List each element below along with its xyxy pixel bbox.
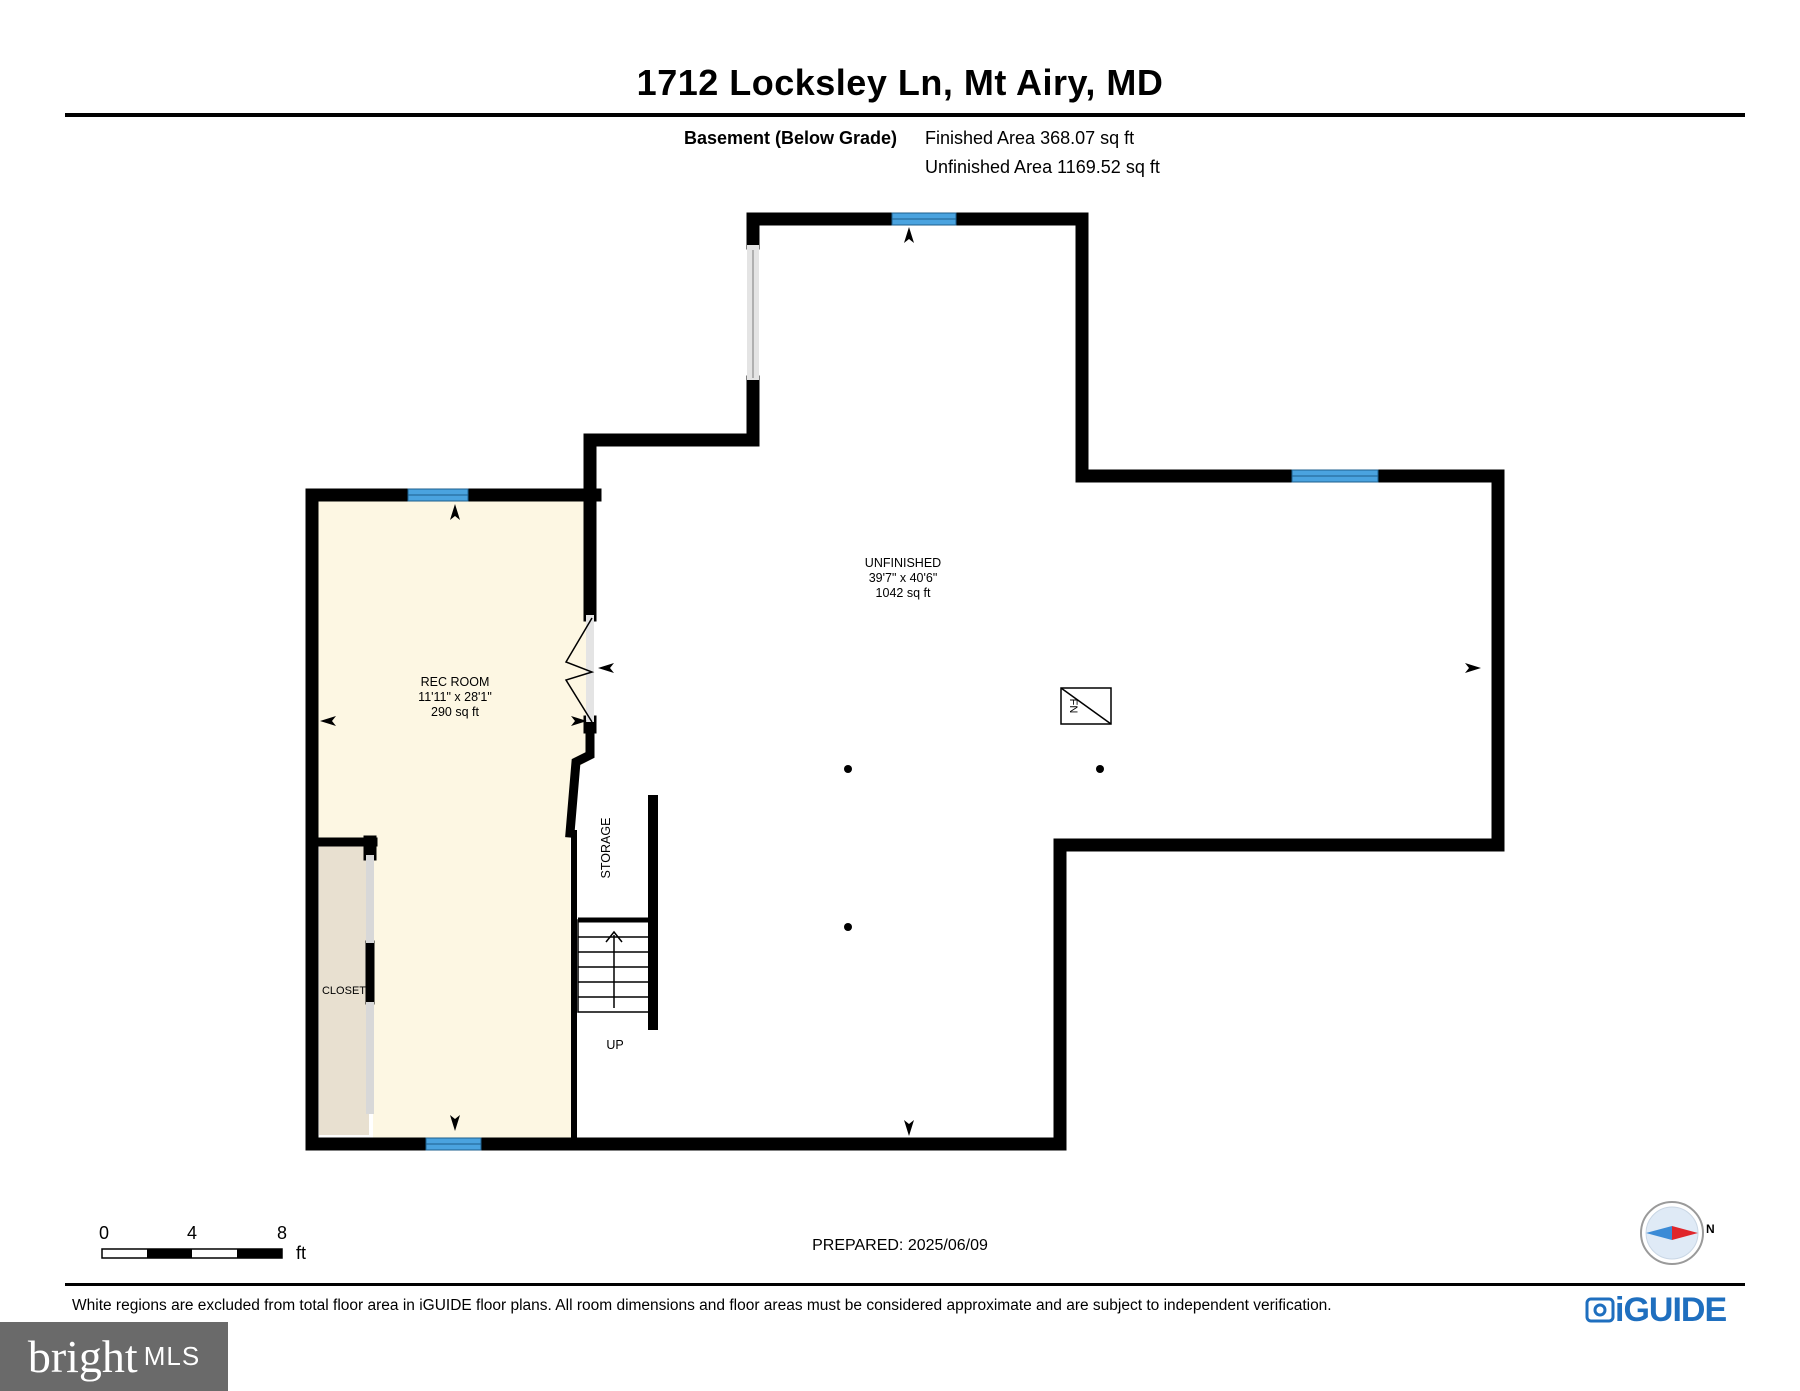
disclaimer-text: White regions are excluded from total fl… — [72, 1297, 1332, 1314]
rec-room-area-label: 290 sq ft — [431, 705, 479, 719]
compass-label: N — [1706, 1222, 1715, 1236]
unfinished-area: Unfinished Area 1169.52 sq ft — [925, 157, 1160, 177]
iguide-logo: iGUIDE — [1585, 1290, 1727, 1330]
stairs — [577, 919, 651, 1013]
unfinished-name: UNFINISHED — [865, 556, 941, 570]
rec-room-area — [315, 500, 590, 1140]
page-title: 1712 Locksley Ln, Mt Airy, MD — [636, 62, 1164, 103]
scale-tick-0: 0 — [99, 1223, 110, 1243]
closet-door-upper — [366, 855, 374, 943]
rec-room-name: REC ROOM — [421, 675, 490, 689]
bright-mls-logo: bright MLS — [0, 1322, 228, 1391]
bifold-door-opening — [586, 615, 594, 722]
stairs-up-label: UP — [606, 1038, 623, 1052]
scale-bar — [101, 1248, 283, 1259]
closet-label: CLOSET — [322, 985, 366, 997]
mls-wordmark: MLS — [143, 1341, 201, 1371]
level-label: Basement (Below Grade) — [684, 128, 898, 148]
support-posts — [844, 765, 1104, 931]
iguide-wordmark: iGUIDE — [1615, 1290, 1727, 1329]
bright-wordmark: bright — [27, 1331, 138, 1382]
scale-unit: ft — [296, 1243, 307, 1263]
bifold-door — [564, 617, 595, 723]
unfinished-dims: 39'7" x 40'6" — [869, 571, 938, 585]
stairs-arrow — [605, 930, 623, 943]
header-divider — [65, 113, 1745, 117]
footer-divider — [65, 1283, 1745, 1286]
storage-label: STORAGE — [599, 818, 613, 879]
unfinished-area-label: 1042 sq ft — [876, 586, 931, 600]
dimension-arrows — [320, 227, 1481, 1136]
closet-area — [319, 845, 369, 1135]
svg-text:FN: FN — [1067, 699, 1079, 714]
scale-tick-4: 4 — [187, 1223, 198, 1243]
rec-room-dims: 11'11" x 28'1" — [418, 690, 492, 704]
scale-tick-8: 8 — [277, 1223, 288, 1243]
finished-area: Finished Area 368.07 sq ft — [925, 128, 1135, 148]
compass-icon — [1640, 1201, 1704, 1265]
furnace: FN — [1060, 687, 1112, 725]
prepared-date: PREPARED: 2025/06/09 — [812, 1237, 988, 1254]
iguide-camera-icon — [1585, 1297, 1615, 1323]
walls — [305, 212, 1505, 1151]
closet-door-lower — [366, 1002, 374, 1114]
